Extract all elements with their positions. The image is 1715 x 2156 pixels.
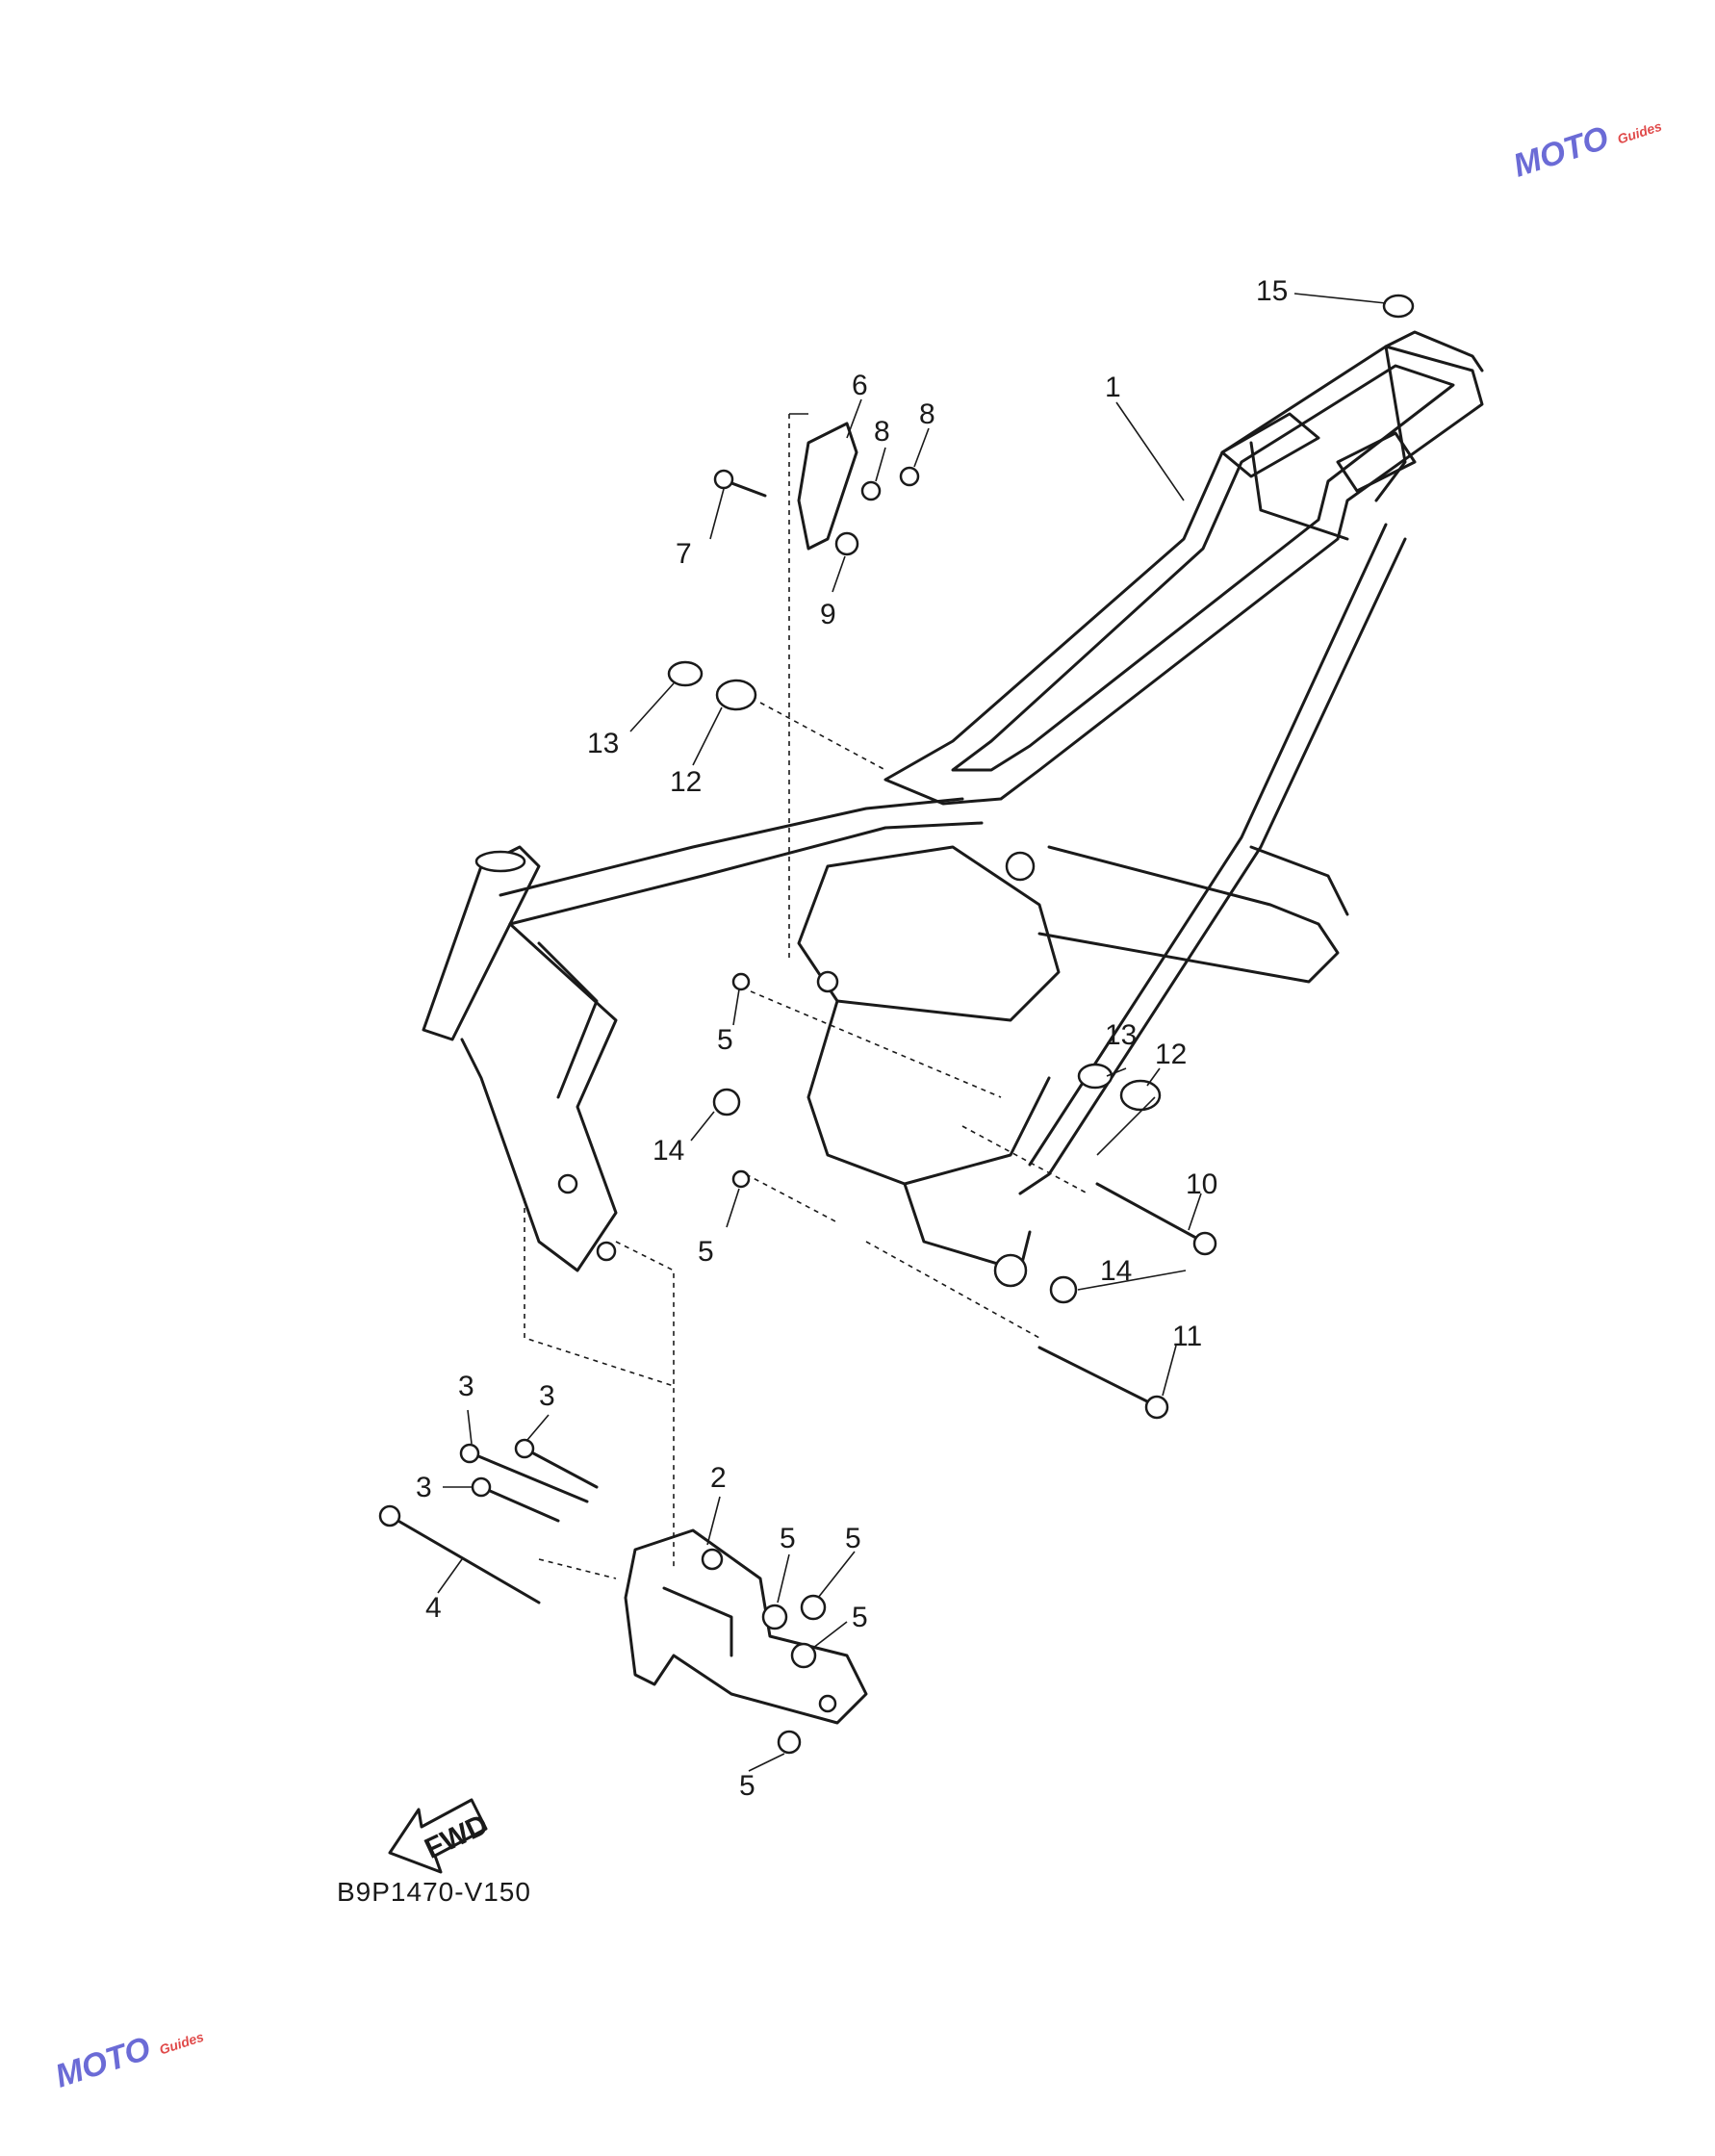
callout-5a: 5	[717, 1024, 733, 1056]
diagram-code-label: B9P1470-V150	[337, 1877, 531, 1907]
bracket-part-2	[624, 1528, 868, 1725]
callout-14b: 14	[1100, 1255, 1132, 1287]
callout-3a: 3	[458, 1371, 474, 1402]
callout-5b: 5	[698, 1236, 714, 1268]
callout-3c: 3	[416, 1472, 432, 1503]
callout-7: 7	[676, 538, 692, 570]
callout-1: 1	[1105, 372, 1121, 403]
callout-5c: 5	[780, 1523, 796, 1554]
callout-10: 10	[1186, 1168, 1217, 1200]
callout-11: 11	[1172, 1321, 1202, 1352]
frame-part-1	[422, 330, 1484, 1288]
callout-13b: 13	[1105, 1019, 1137, 1051]
assembly-lines	[524, 413, 1156, 1579]
callout-5d: 5	[845, 1523, 861, 1554]
callout-12b: 12	[1155, 1039, 1187, 1070]
bolts	[378, 466, 1217, 1604]
callout-6: 6	[852, 370, 868, 401]
callout-14a: 14	[653, 1135, 684, 1167]
callout-9: 9	[820, 599, 836, 630]
callout-12a: 12	[670, 766, 702, 798]
leader-lines	[437, 293, 1387, 1772]
callout-3b: 3	[539, 1380, 555, 1412]
callout-15: 15	[1256, 275, 1288, 307]
callout-5e: 5	[852, 1602, 868, 1633]
callout-8b: 8	[919, 398, 935, 430]
callout-numbers: 1 2 3 3 3 4 5 5 5 5 5 5 6 7 8 8 9 10 11 …	[416, 275, 1288, 1802]
callout-2: 2	[710, 1462, 727, 1494]
callout-13a: 13	[587, 728, 619, 759]
callout-8a: 8	[874, 416, 890, 448]
fwd-label: FWD	[420, 1809, 493, 1865]
callout-5f: 5	[739, 1770, 755, 1802]
fwd-arrow: FWD	[388, 1798, 493, 1874]
callout-4: 4	[425, 1592, 442, 1624]
